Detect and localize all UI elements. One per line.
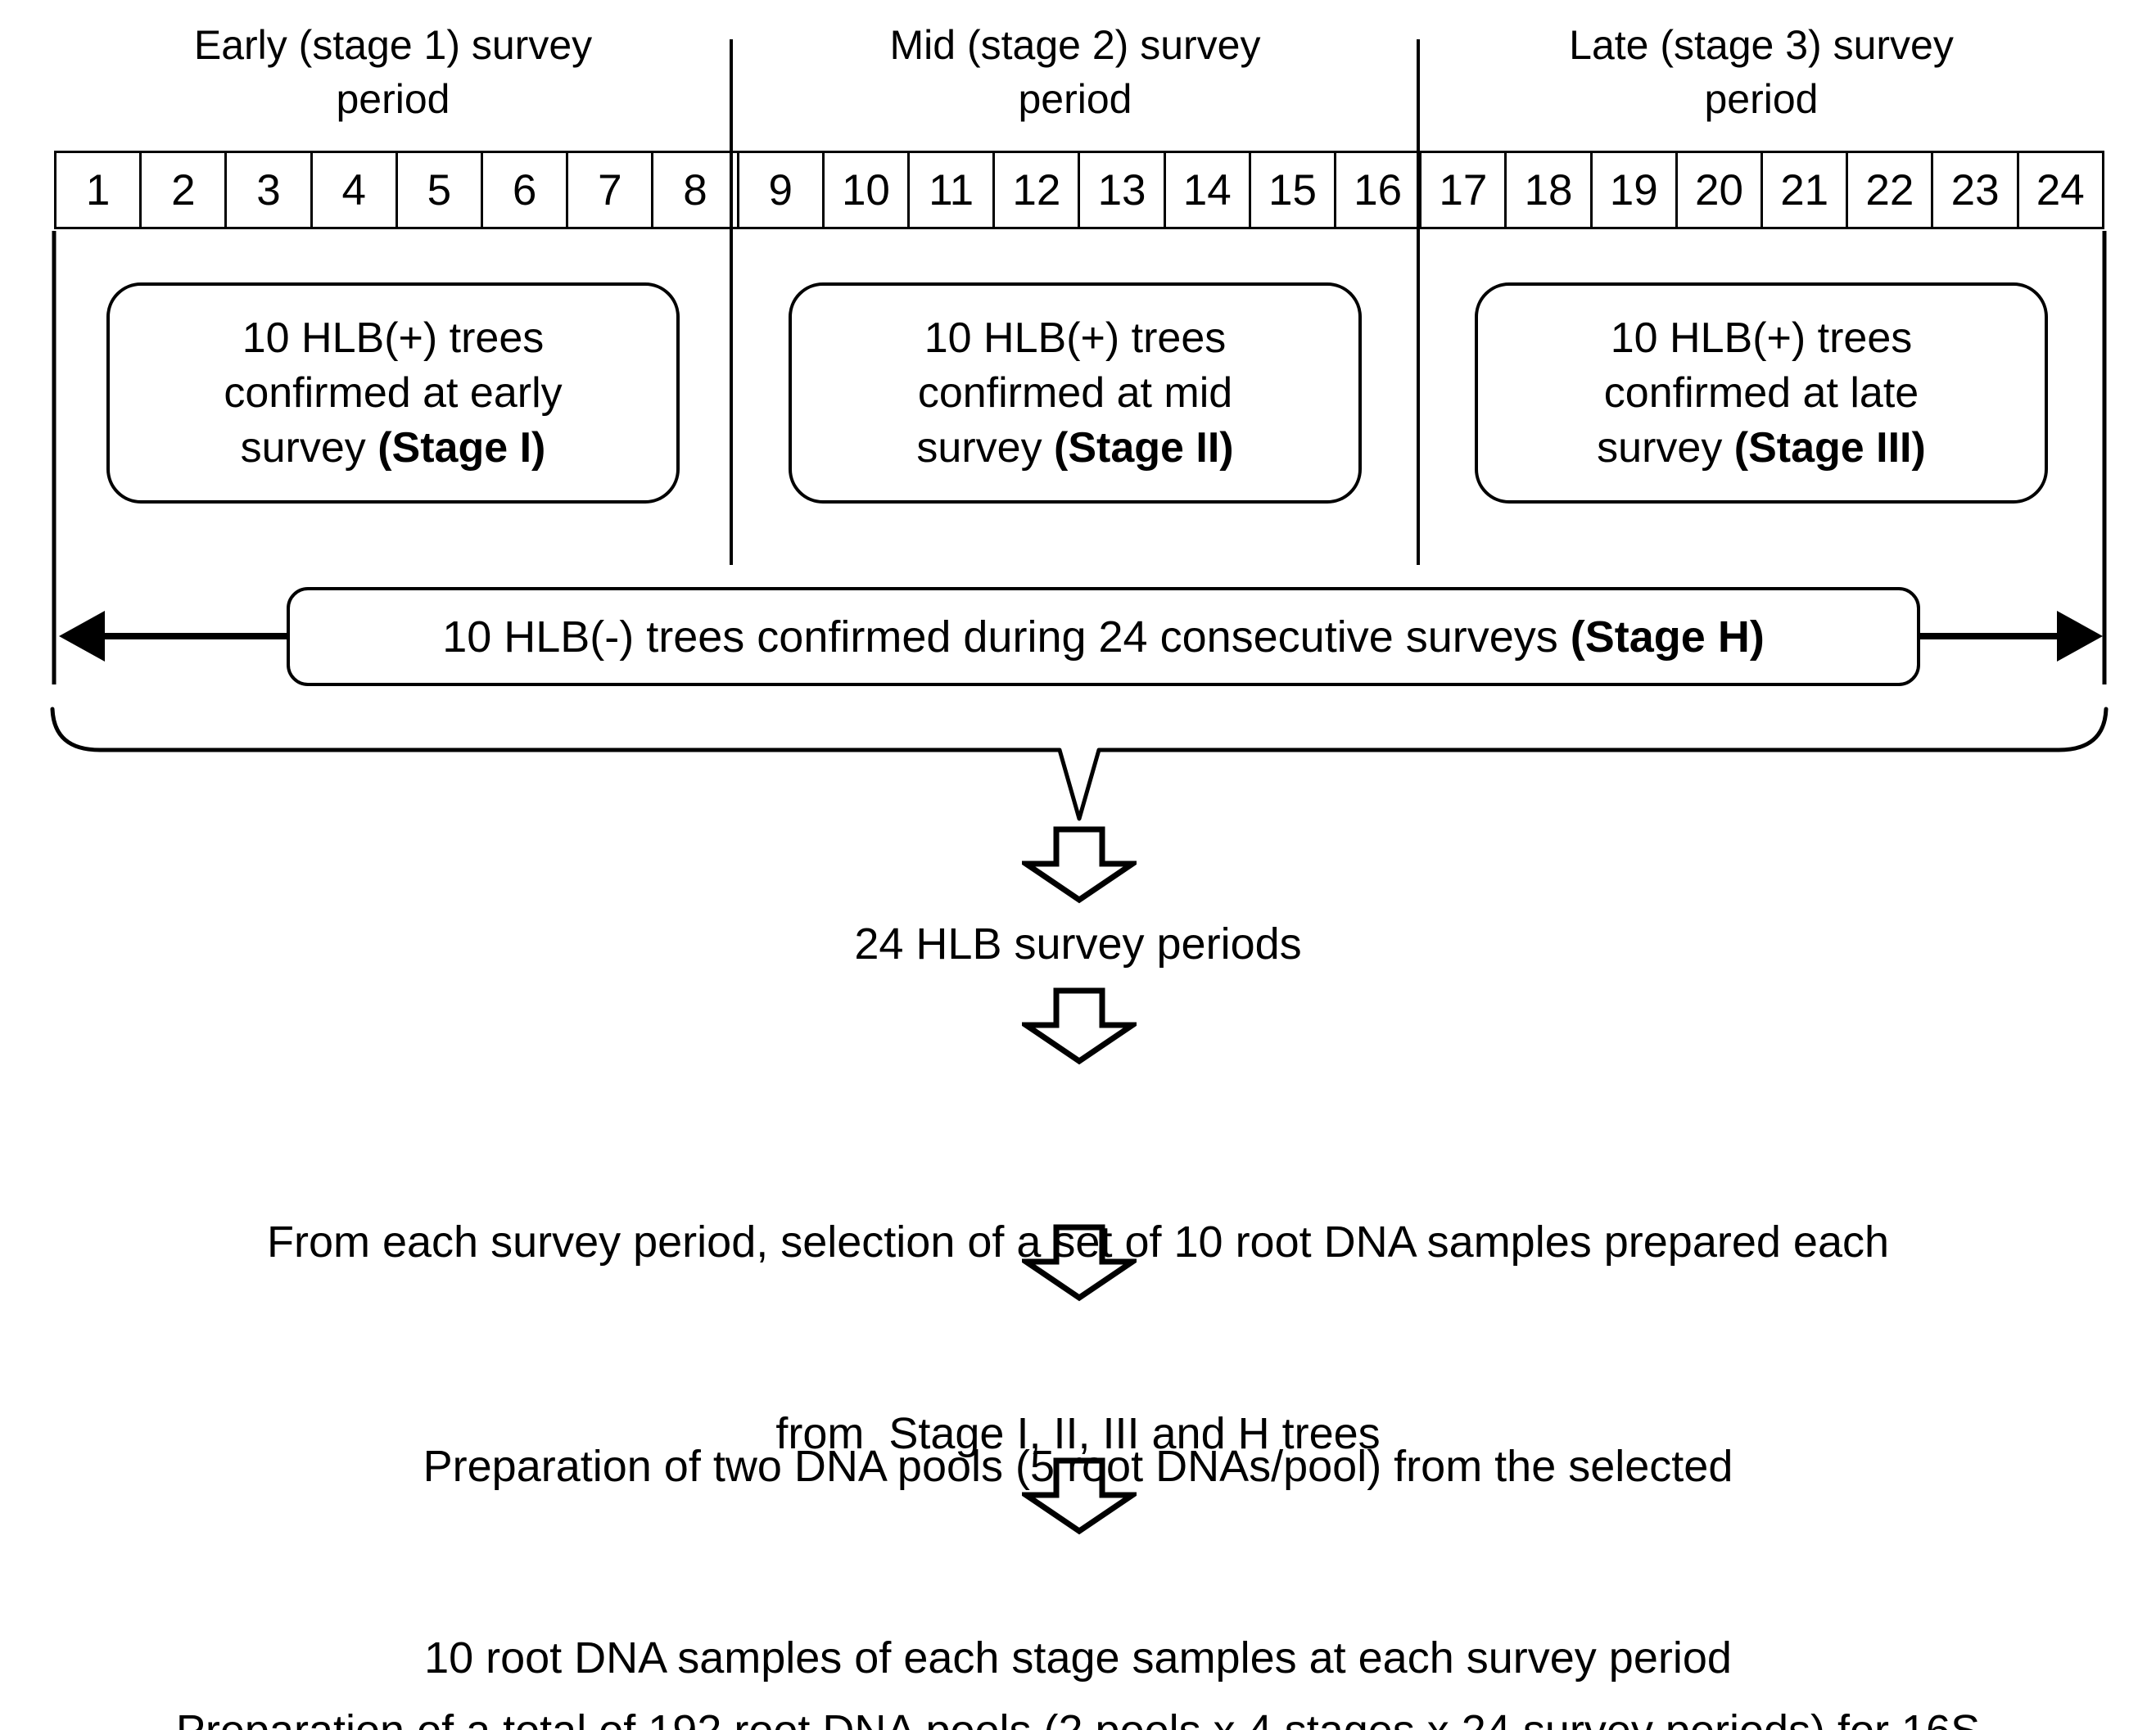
survey-cell: 10 — [825, 153, 911, 227]
right-arrow-icon — [1920, 611, 2103, 662]
survey-cell: 4 — [313, 153, 398, 227]
survey-cell: 12 — [995, 153, 1081, 227]
survey-cell: 3 — [227, 153, 313, 227]
stage-box-line: confirmed at early — [224, 368, 563, 417]
survey-cell: 11 — [910, 153, 996, 227]
survey-cell: 19 — [1593, 153, 1678, 227]
down-arrow-icon — [1022, 826, 1137, 904]
stage-label-bold: (Stage H) — [1570, 612, 1765, 662]
survey-cell: 13 — [1080, 153, 1166, 227]
survey-period-header-early: Early (stage 1) survey period — [193, 22, 593, 122]
survey-cell: 20 — [1678, 153, 1764, 227]
stage-box-line: 10 HLB(+) trees — [924, 314, 1227, 362]
survey-cell: 24 — [2036, 165, 2085, 215]
flow-step-survey-periods: 24 HLB survey periods — [854, 919, 1302, 969]
stage-box-line: survey (Stage II) — [916, 423, 1234, 472]
stage-box-line: confirmed at mid — [917, 368, 1233, 417]
flow-line: From each survey period, selection of a … — [266, 1217, 1890, 1267]
flow-step-sample-selection: From each survey period, selection of a … — [0, 1082, 2156, 1593]
survey-cell: 9 — [739, 153, 825, 227]
survey-cell: 21 — [1763, 153, 1849, 227]
stage-label-bold: (Stage II) — [1054, 423, 1234, 472]
left-arrow-icon — [59, 611, 287, 662]
survey-cell: 5 — [398, 153, 484, 227]
flow-step-pool-preparation: Preparation of two DNA pools (5 root DNA… — [0, 1307, 2156, 1730]
down-arrow-icon — [1022, 987, 1137, 1065]
survey-cell: 15 — [1251, 153, 1337, 227]
flow-step-total-pools: Preparation of a total of 192 root DNA p… — [0, 1571, 2156, 1730]
stage-h-box: 10 HLB(-) trees confirmed during 24 cons… — [287, 587, 1920, 686]
stage-box-mid: 10 HLB(+) trees confirmed at mid survey … — [789, 282, 1362, 504]
stage-label-bold: (Stage I) — [377, 423, 546, 472]
survey-cell: 14 — [1166, 153, 1251, 227]
down-arrow-icon — [1022, 1457, 1137, 1535]
stage-label-bold: (Stage III) — [1733, 423, 1926, 472]
survey-cell: 6 — [483, 153, 569, 227]
stage-box-line: 10 HLB(+) trees — [1610, 314, 1913, 362]
survey-cell: 7 — [568, 153, 654, 227]
flow-line: 10 root DNA samples of each stage sample… — [424, 1633, 1732, 1683]
flow-line: Preparation of two DNA pools (5 root DNA… — [423, 1442, 1733, 1491]
stage-box-line: confirmed at late — [1603, 368, 1919, 417]
survey-cell: 23 — [1933, 153, 2019, 227]
stage-box-early: 10 HLB(+) trees confirmed at early surve… — [106, 282, 680, 504]
flow-line: Preparation of a total of 192 root DNA p… — [0, 1699, 2156, 1730]
survey-period-header-late: Late (stage 3) survey period — [1569, 22, 1954, 122]
survey-period-header-mid: Mid (stage 2) survey period — [889, 22, 1261, 122]
survey-cell: 18 — [1507, 153, 1593, 227]
survey-cell: 16 — [1336, 153, 1422, 227]
stage-box-line: survey (Stage III) — [1597, 423, 1926, 472]
flow-line: from Stage I, II, III and H trees — [775, 1409, 1381, 1458]
survey-cell: 22 — [1848, 153, 1934, 227]
survey-cell: 1 — [56, 153, 142, 227]
brace-icon — [50, 707, 2109, 821]
stage-box-line: survey (Stage I) — [240, 423, 546, 472]
stage-box-line: 10 HLB(+) trees — [242, 314, 545, 362]
survey-cell: 2 — [142, 153, 228, 227]
survey-cell: 17 — [1422, 153, 1507, 227]
down-arrow-icon — [1022, 1224, 1137, 1302]
survey-cell: 8 — [653, 153, 739, 227]
stage-h-label: 10 HLB(-) trees confirmed during 24 cons… — [442, 612, 1765, 662]
stage-box-late: 10 HLB(+) trees confirmed at late survey… — [1475, 282, 2048, 504]
